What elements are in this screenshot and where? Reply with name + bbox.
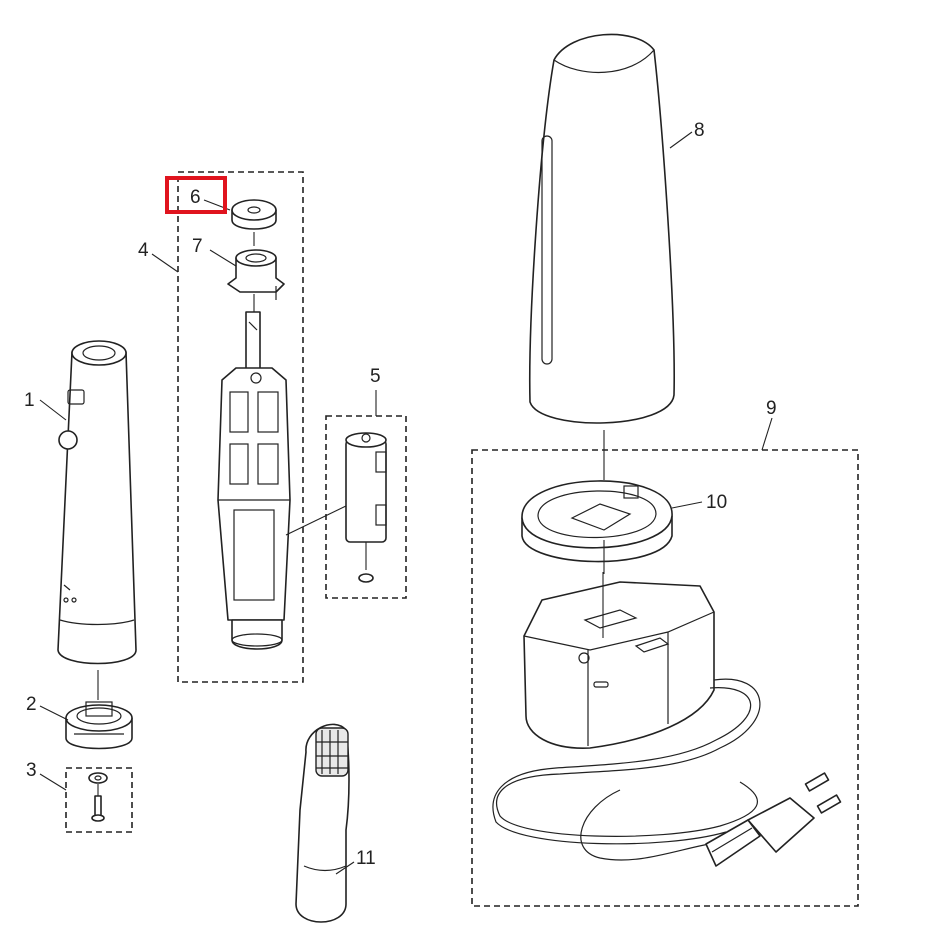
part-11-brush-head <box>295 723 350 923</box>
part-7-bearing-holder <box>227 249 285 312</box>
leader-lines <box>39 131 773 875</box>
part-9-charger <box>471 449 859 907</box>
callout-5: 5 <box>370 366 381 387</box>
callout-6: 6 <box>190 187 201 208</box>
callout-9: 9 <box>766 398 777 419</box>
callout-4: 4 <box>138 240 149 261</box>
highlight-box-callout-6 <box>165 176 227 214</box>
part-8-cover <box>528 33 675 480</box>
callout-11: 11 <box>356 848 376 869</box>
callout-8: 8 <box>694 120 705 141</box>
callout-7: 7 <box>192 236 203 257</box>
part-5-battery <box>325 415 407 599</box>
callout-2: 2 <box>26 694 37 715</box>
part-6-seal-cap <box>231 199 277 246</box>
callout-10: 10 <box>706 492 727 513</box>
part-1-handle-body <box>57 340 137 665</box>
part-2-bottom-cap <box>65 670 133 750</box>
part-10-charger-tray <box>521 480 673 574</box>
callout-1: 1 <box>24 390 35 411</box>
callout-labels: 1 2 3 4 5 6 7 8 9 10 11 <box>24 120 777 869</box>
callout-3: 3 <box>26 760 37 781</box>
part-4-drive-unit <box>177 171 349 683</box>
part-3-screw-set <box>65 767 133 833</box>
